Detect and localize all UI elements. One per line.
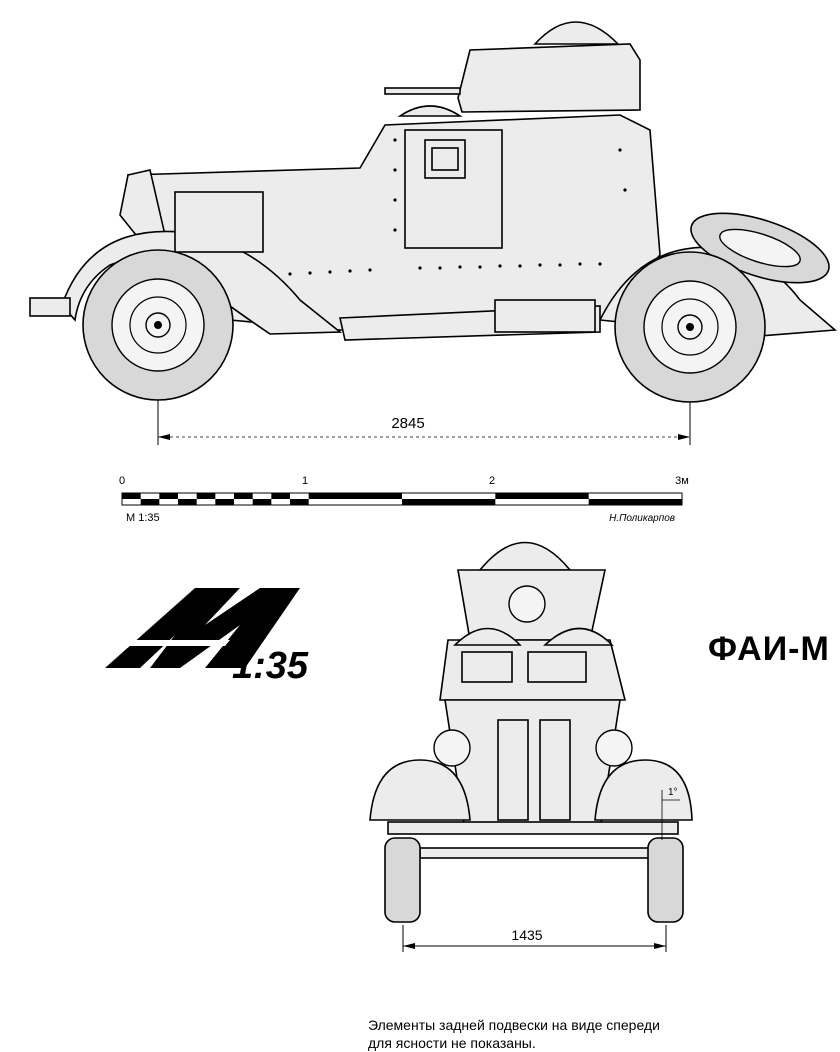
scale-segment bbox=[196, 493, 216, 499]
scale-segment bbox=[252, 499, 272, 505]
track-value: 1435 bbox=[511, 927, 542, 943]
footnote-line-1: Элементы задней подвески на виде спереди bbox=[368, 1017, 660, 1033]
scale-tick-1: 1 bbox=[302, 475, 308, 487]
track-dimension: 1435 bbox=[402, 925, 667, 952]
side-view: 2845 bbox=[29, 21, 837, 445]
right-front-fender bbox=[594, 759, 693, 821]
front-turret-port bbox=[508, 585, 546, 623]
front-turret-dome bbox=[478, 541, 572, 571]
hull-rivets bbox=[288, 138, 627, 276]
machine-gun-barrel bbox=[384, 87, 461, 95]
turret-hatch-dome bbox=[533, 21, 620, 45]
author-credit: Н.Поликарпов bbox=[609, 513, 675, 524]
scale-bar: 0 1 2 3м М 1:35 Н.Поликарпов bbox=[119, 475, 689, 524]
camber-mark: 1° bbox=[661, 787, 680, 840]
front-view: 1435 1° bbox=[369, 541, 693, 952]
vehicle-title: ФАИ-М bbox=[708, 630, 830, 668]
right-front-tire bbox=[647, 837, 684, 923]
camber-value: 1° bbox=[668, 787, 678, 798]
m-logo: 1:35 bbox=[95, 588, 309, 687]
scale-label: М 1:35 bbox=[126, 512, 160, 524]
scale-tick-2: 2 bbox=[489, 475, 495, 487]
footnote-line-2: для ясности не показаны. bbox=[368, 1035, 536, 1051]
left-front-tire bbox=[384, 837, 421, 923]
scale-segment bbox=[290, 499, 309, 505]
front-axle bbox=[419, 847, 651, 859]
front-bumper bbox=[29, 297, 71, 317]
scale-tick-3: 3м bbox=[675, 475, 689, 487]
scale-segment bbox=[159, 493, 178, 499]
front-bumper-beam bbox=[387, 821, 679, 835]
scale-segment bbox=[140, 499, 160, 505]
left-headlight bbox=[433, 729, 471, 767]
front-wheel bbox=[82, 249, 234, 401]
scale-segment bbox=[495, 493, 589, 499]
scale-segment bbox=[271, 493, 290, 499]
scale-segment bbox=[215, 499, 234, 505]
turret bbox=[457, 43, 641, 113]
left-radiator-shutter bbox=[497, 719, 529, 821]
right-headlight bbox=[595, 729, 633, 767]
wheelbase-dimension: 2845 bbox=[157, 400, 691, 445]
scale-segment bbox=[588, 499, 682, 505]
footnote: Элементы задней подвески на виде спереди… bbox=[368, 1016, 828, 1052]
scale-segment bbox=[308, 493, 402, 499]
side-stowage-box bbox=[494, 299, 596, 333]
logo-stripe bbox=[95, 640, 230, 646]
scale-segment bbox=[122, 493, 141, 499]
bonnet-hatch bbox=[174, 191, 264, 253]
spare-wheel-rim bbox=[719, 228, 801, 268]
vision-slot bbox=[431, 147, 459, 171]
right-radiator-shutter bbox=[539, 719, 571, 821]
scale-segment bbox=[178, 499, 197, 505]
wheelbase-value: 2845 bbox=[391, 415, 424, 432]
rear-wheel bbox=[614, 251, 766, 403]
right-vision-block bbox=[527, 651, 587, 683]
left-front-fender bbox=[369, 759, 471, 821]
scale-tick-0: 0 bbox=[119, 475, 125, 487]
logo-m-shape bbox=[105, 588, 300, 668]
left-vision-block bbox=[461, 651, 513, 683]
scale-segment bbox=[234, 493, 253, 499]
logo-scale-text: 1:35 bbox=[232, 645, 309, 687]
gun-mantlet bbox=[397, 105, 463, 117]
left-dome bbox=[453, 627, 522, 646]
front-hull-lower bbox=[444, 699, 621, 831]
scale-segment bbox=[402, 499, 496, 505]
right-dome bbox=[542, 627, 614, 646]
scale-segments bbox=[122, 493, 682, 505]
